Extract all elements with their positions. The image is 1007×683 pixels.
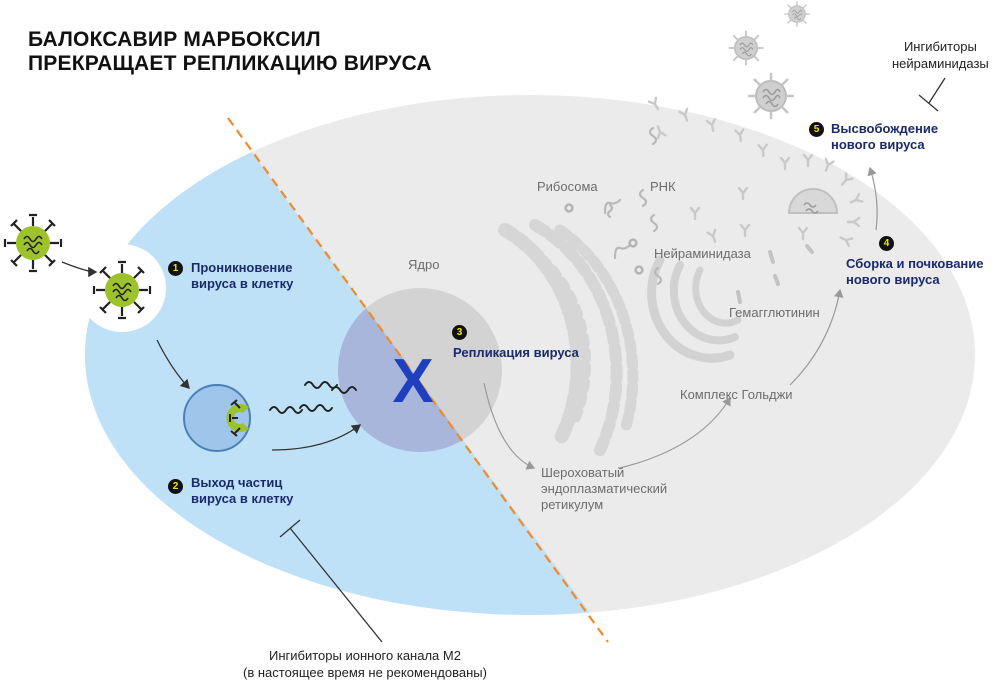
replication-block-mark: X: [392, 347, 433, 416]
arrow-icon: [61, 261, 98, 278]
arrow-icon: [619, 396, 731, 469]
step-5-label: Высвобождение нового вируса: [831, 121, 938, 153]
ribosome-icon: [564, 203, 644, 275]
rough-er-line-3: ретикулум: [541, 497, 604, 512]
endoplasmic-reticulum: [498, 219, 639, 456]
title-line-2: ПРЕКРАЩАЕТ РЕПЛИКАЦИЮ ВИРУСА: [28, 52, 432, 75]
m2-inhibitors-line-1: Ингибиторы ионного канала М2: [269, 648, 461, 663]
rough-er-line-2: эндоплазматический: [541, 481, 668, 496]
virus-icon: [783, 0, 811, 28]
arrow-icon: [789, 288, 844, 386]
hemagglutinin-label: Гемагглютинин: [729, 305, 820, 320]
step-3-line-1: Репликация вируса: [453, 345, 579, 360]
budding-virus-icon: [787, 188, 839, 214]
step-3-label: Репликация вируса: [453, 345, 579, 361]
m2-inhibitors-label: Ингибиторы ионного канала М2 (в настояще…: [243, 647, 487, 681]
virus-icon: [92, 260, 152, 320]
neuraminidase-label: Нейраминидаза: [654, 246, 751, 261]
virus-icon: [3, 213, 63, 273]
inhibitor-bar-icon: [279, 519, 383, 643]
inhibitor-bar-icon: [918, 77, 946, 112]
page-title: БАЛОКСАВИР МАРБОКСИЛ ПРЕКРАЩАЕТ РЕПЛИКАЦ…: [28, 28, 432, 76]
step-5-badge: 5: [809, 122, 824, 137]
virus-icon: [727, 29, 765, 67]
virus-icon: [746, 71, 796, 121]
na-inhibitors-line-1: Ингибиторы: [903, 39, 977, 54]
golgi-apparatus: [647, 255, 742, 363]
step-1-badge: 1: [168, 261, 183, 276]
arrow-icon: [867, 166, 878, 231]
arrow-icon: [156, 339, 190, 389]
title-line-1: БАЛОКСАВИР МАРБОКСИЛ: [28, 28, 321, 51]
step-5-line-2: нового вируса: [831, 137, 925, 152]
step-4-line-1: Сборка и почкование: [846, 256, 984, 271]
rna-strand-icon: [603, 126, 663, 286]
step-3-badge: 3: [452, 325, 467, 340]
rough-er-line-1: Шероховатый: [541, 465, 625, 480]
step-4-line-2: нового вируса: [846, 272, 940, 287]
hemagglutinin-icon: [736, 244, 814, 304]
step-4-badge: 4: [879, 236, 894, 251]
step-2-label: Выход частиц вируса в клетку: [191, 475, 293, 507]
step-2-line-1: Выход частиц: [191, 475, 283, 490]
step-2-badge: 2: [168, 479, 183, 494]
step-4-label: Сборка и почкование нового вируса: [846, 256, 984, 288]
divider-line: [227, 117, 609, 643]
step-1-line-2: вируса в клетку: [191, 276, 294, 291]
endosome-icon: [183, 384, 251, 452]
ribosome-label: Рибосома: [537, 179, 598, 194]
rna-strand-icon: [269, 381, 357, 414]
arrow-icon: [483, 382, 536, 470]
na-inhibitors-line-2: нейраминидазы: [892, 56, 989, 71]
rough-er-label: Шероховатый эндоплазматический ретикулум: [541, 465, 667, 513]
step-1-label: Проникновение вируса в клетку: [191, 260, 293, 292]
golgi-label: Комплекс Гольджи: [680, 387, 793, 402]
step-2-line-2: вируса в клетку: [191, 491, 294, 506]
step-5-line-1: Высвобождение: [831, 121, 939, 136]
neuraminidase-inhibitors-label: Ингибиторы нейраминидазы: [892, 38, 989, 72]
rna-label: РНК: [650, 179, 676, 194]
nucleus-label: Ядро: [408, 257, 440, 272]
step-1-line-1: Проникновение: [191, 260, 293, 275]
arrow-icon: [271, 424, 362, 451]
m2-inhibitors-line-2: (в настоящее время не рекомендованы): [243, 665, 487, 680]
